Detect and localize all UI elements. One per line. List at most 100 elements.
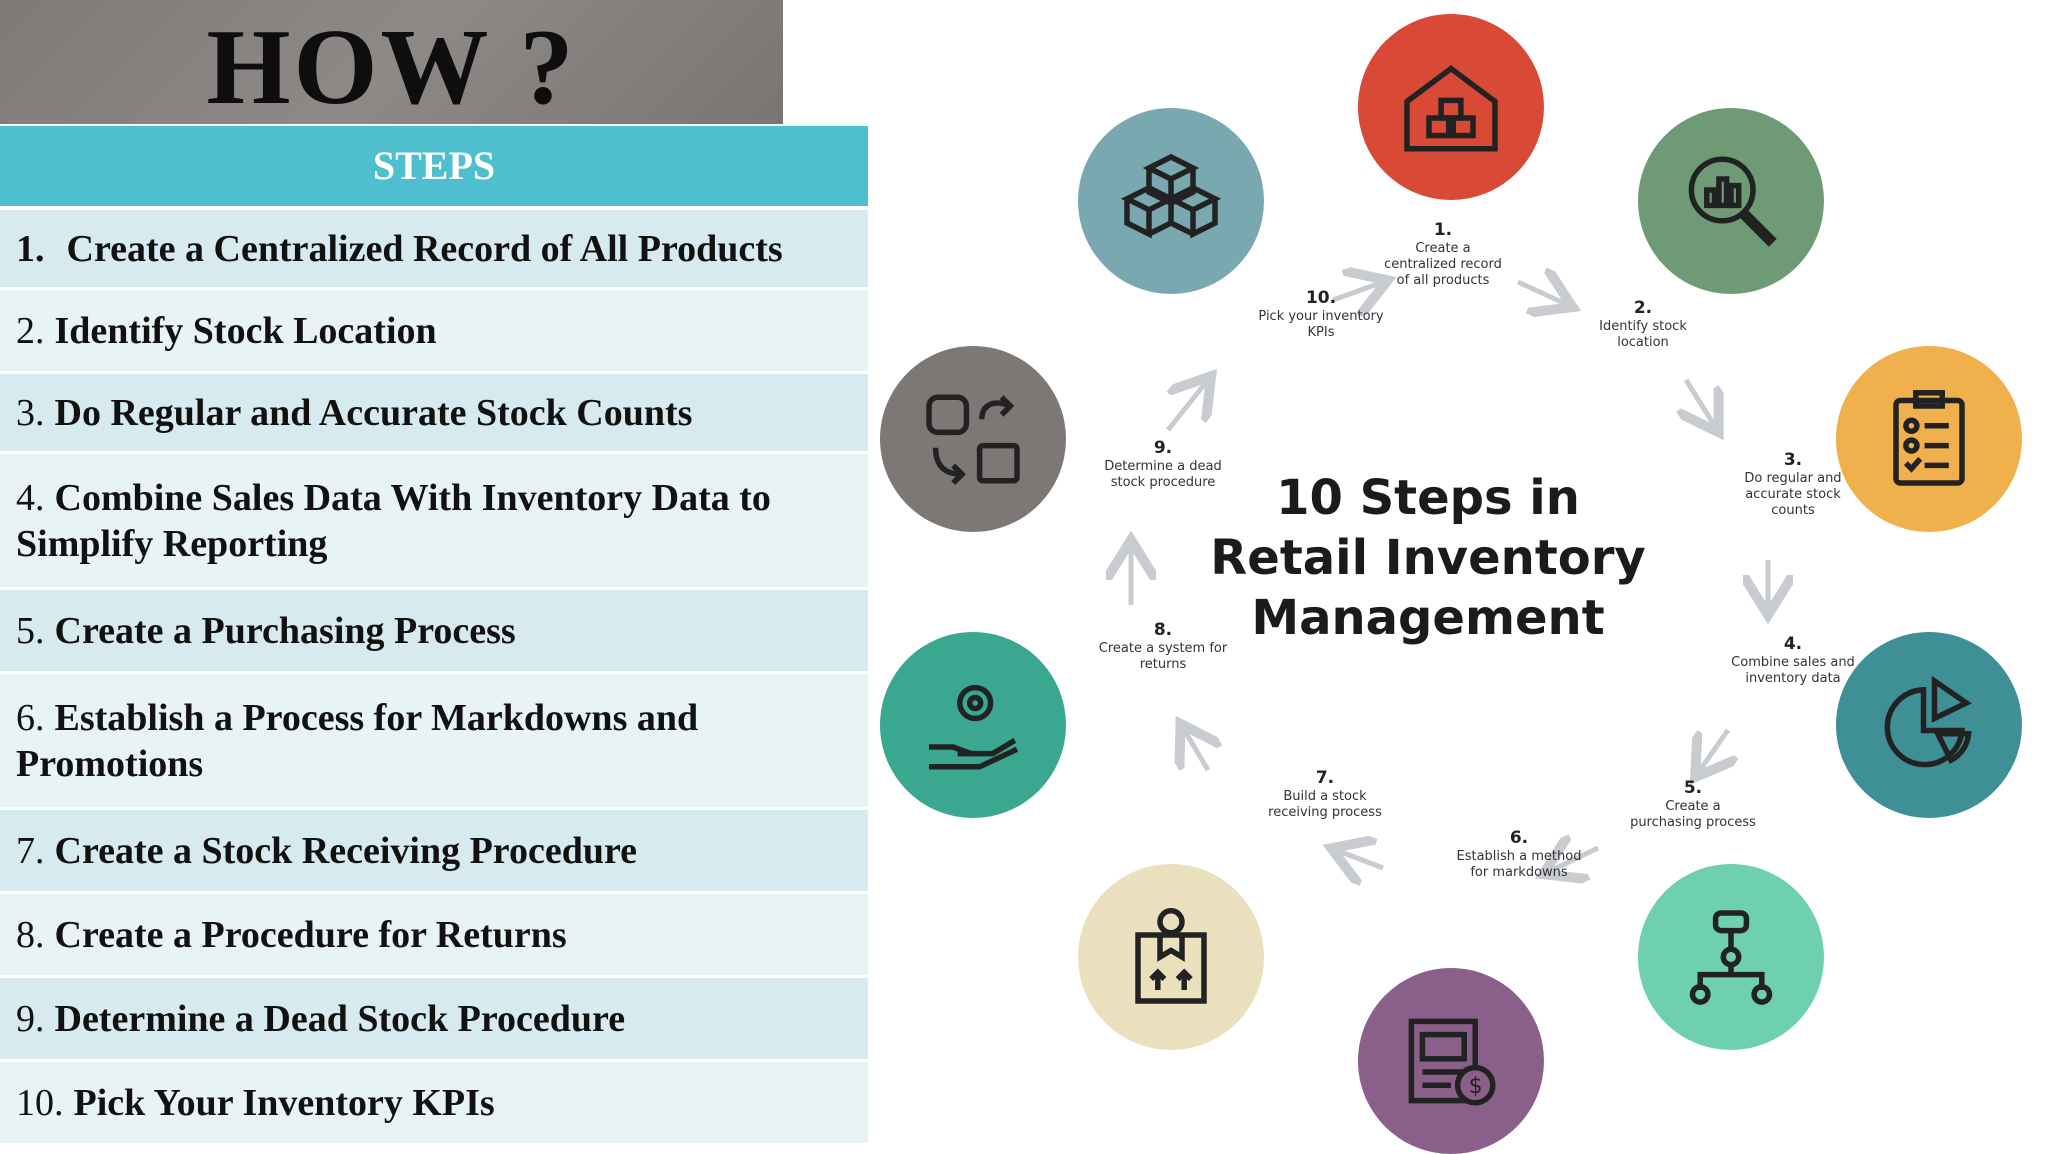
step-text: 1. Create a Centralized Record of All Pro… xyxy=(16,226,783,272)
cycle-label-2: 2.Identify stock location xyxy=(1578,300,1708,351)
cycle-label-text: Pick your inventory KPIs xyxy=(1258,309,1384,340)
step-label: Create a Procedure for Returns xyxy=(54,913,567,956)
checklist-clipboard-icon xyxy=(1874,384,1984,494)
cycle-label-number: 1. xyxy=(1433,220,1453,240)
step-5-circle xyxy=(1638,864,1824,1050)
cycle-label-number: 9. xyxy=(1153,438,1173,458)
step-row: 8.Create a Procedure for Returns xyxy=(0,894,868,978)
step-text: 8.Create a Procedure for Returns xyxy=(16,912,567,958)
arrow-2-to-3 xyxy=(1686,378,1716,428)
step-number: 9. xyxy=(16,997,45,1040)
step-row: 1. Create a Centralized Record of All Pro… xyxy=(0,210,868,290)
cycle-label-number: 5. xyxy=(1683,778,1703,798)
cycle-label-text: Determine a dead stock procedure xyxy=(1104,459,1222,490)
step-8-circle xyxy=(880,632,1066,818)
arrow-9-to-10 xyxy=(1166,380,1208,432)
step-label: Combine Sales Data With Inventory Data t… xyxy=(16,476,771,565)
arrow-5-to-6 xyxy=(1548,848,1600,872)
cycle-label-7: 7.Build a stock receiving process xyxy=(1260,770,1390,821)
steps-heading: STEPS xyxy=(0,126,868,210)
step-text: 9.Determine a Dead Stock Procedure xyxy=(16,996,625,1042)
cycle-label-number: 8. xyxy=(1153,620,1173,640)
cycle-label-10: 10.Pick your inventory KPIs xyxy=(1256,290,1386,341)
step-9-circle xyxy=(880,346,1066,532)
step-text: 7.Create a Stock Receiving Procedure xyxy=(16,828,637,874)
step-label: Determine a Dead Stock Procedure xyxy=(54,997,626,1040)
step-row: 9.Determine a Dead Stock Procedure xyxy=(0,978,868,1062)
step-text: 5.Create a Purchasing Process xyxy=(16,608,516,654)
step-text: 2.Identify Stock Location xyxy=(16,308,437,354)
arrow-4-to-5 xyxy=(1698,728,1728,773)
cycle-label-5: 5.Create a purchasing process xyxy=(1628,780,1758,831)
arrow-10-to-1 xyxy=(1332,282,1383,300)
step-label: Create a Stock Receiving Procedure xyxy=(54,829,638,872)
step-number: 7. xyxy=(16,829,45,872)
steps-list: 1. Create a Centralized Record of All Pro… xyxy=(0,210,868,1146)
step-number: 1. xyxy=(16,227,45,270)
step-number: 6. xyxy=(16,696,45,739)
cycle-label-4: 4.Combine sales and inventory data xyxy=(1728,636,1858,687)
step-10-circle xyxy=(1078,108,1264,294)
cycle-label-text: Establish a method for markdowns xyxy=(1456,849,1582,880)
steps-table: STEPS 1. Create a Centralized Record of A… xyxy=(0,126,868,1146)
step-label: Do Regular and Accurate Stock Counts xyxy=(54,391,693,434)
warehouse-icon xyxy=(1396,52,1506,162)
cycle-label-number: 10. xyxy=(1305,288,1337,308)
step-label: Create a Centralized Record of All Produ… xyxy=(66,227,783,270)
step-7-circle xyxy=(1078,864,1264,1050)
cycle-arrows xyxy=(868,0,2048,1152)
cycle-label-6: 6.Establish a method for markdowns xyxy=(1454,830,1584,881)
cycle-label-text: Combine sales and inventory data xyxy=(1731,655,1855,686)
step-number: 4. xyxy=(16,476,45,519)
arrow-1-to-2 xyxy=(1516,282,1568,305)
cycle-label-number: 3. xyxy=(1783,450,1803,470)
cycle-label-text: Identify stock location xyxy=(1599,319,1687,350)
cycle-label-number: 4. xyxy=(1783,634,1803,654)
cycle-label-9: 9.Determine a dead stock procedure xyxy=(1098,440,1228,491)
financial-report-icon: $ xyxy=(1396,1006,1506,1116)
step-row: 2.Identify Stock Location xyxy=(0,290,868,374)
svg-text:$: $ xyxy=(1469,1074,1483,1099)
arrow-7-to-8 xyxy=(1183,728,1208,772)
step-4-circle xyxy=(1836,632,2022,818)
step-row: 7.Create a Stock Receiving Procedure xyxy=(0,810,868,894)
step-number: 3. xyxy=(16,391,45,434)
step-text: 3.Do Regular and Accurate Stock Counts xyxy=(16,390,692,436)
step-row: 10.Pick Your Inventory KPIs xyxy=(0,1062,868,1146)
cycle-label-text: Build a stock receiving process xyxy=(1268,789,1382,820)
step-3-circle xyxy=(1836,346,2022,532)
gear-hand-icon xyxy=(918,670,1028,780)
step-label: Create a Purchasing Process xyxy=(54,609,516,652)
cycle-label-text: Create a centralized record of all produ… xyxy=(1384,241,1502,288)
step-text: 4.Combine Sales Data With Inventory Data… xyxy=(16,475,852,567)
steps-cycle-diagram: $ 1.Create a centralized record of all p… xyxy=(868,0,2048,1154)
step-row: 5.Create a Purchasing Process xyxy=(0,590,868,674)
swap-shapes-icon xyxy=(918,384,1028,494)
cycle-label-number: 2. xyxy=(1633,298,1653,318)
cycle-label-number: 6. xyxy=(1509,828,1529,848)
step-1-circle xyxy=(1358,14,1544,200)
step-number: 8. xyxy=(16,913,45,956)
cycle-label-text: Create a purchasing process xyxy=(1630,799,1756,830)
step-2-circle xyxy=(1638,108,1824,294)
cycle-label-8: 8.Create a system for returns xyxy=(1098,622,1228,673)
step-label: Identify Stock Location xyxy=(54,309,437,352)
step-number: 2. xyxy=(16,309,45,352)
step-row: 4.Combine Sales Data With Inventory Data… xyxy=(0,454,868,590)
package-receiving-icon xyxy=(1116,902,1226,1012)
cycle-label-1: 1.Create a centralized record of all pro… xyxy=(1378,222,1508,289)
analytics-search-icon xyxy=(1676,146,1786,256)
cycle-label-3: 3.Do regular and accurate stock counts xyxy=(1728,452,1858,519)
flowchart-icon xyxy=(1676,902,1786,1012)
step-number: 10. xyxy=(16,1081,64,1124)
diagram-title: 10 Steps in Retail Inventory Management xyxy=(1210,470,1646,646)
arrow-6-to-7 xyxy=(1336,850,1384,868)
step-6-circle: $ xyxy=(1358,968,1544,1154)
cycle-label-text: Create a system for returns xyxy=(1098,641,1228,672)
step-row: 3.Do Regular and Accurate Stock Counts xyxy=(0,374,868,454)
pie-chart-icon xyxy=(1874,670,1984,780)
cubes-icon xyxy=(1116,146,1226,256)
header-banner: HOW ? xyxy=(0,0,783,124)
page-title: HOW ? xyxy=(206,8,577,127)
step-label: Establish a Process for Markdowns and Pr… xyxy=(16,696,699,785)
